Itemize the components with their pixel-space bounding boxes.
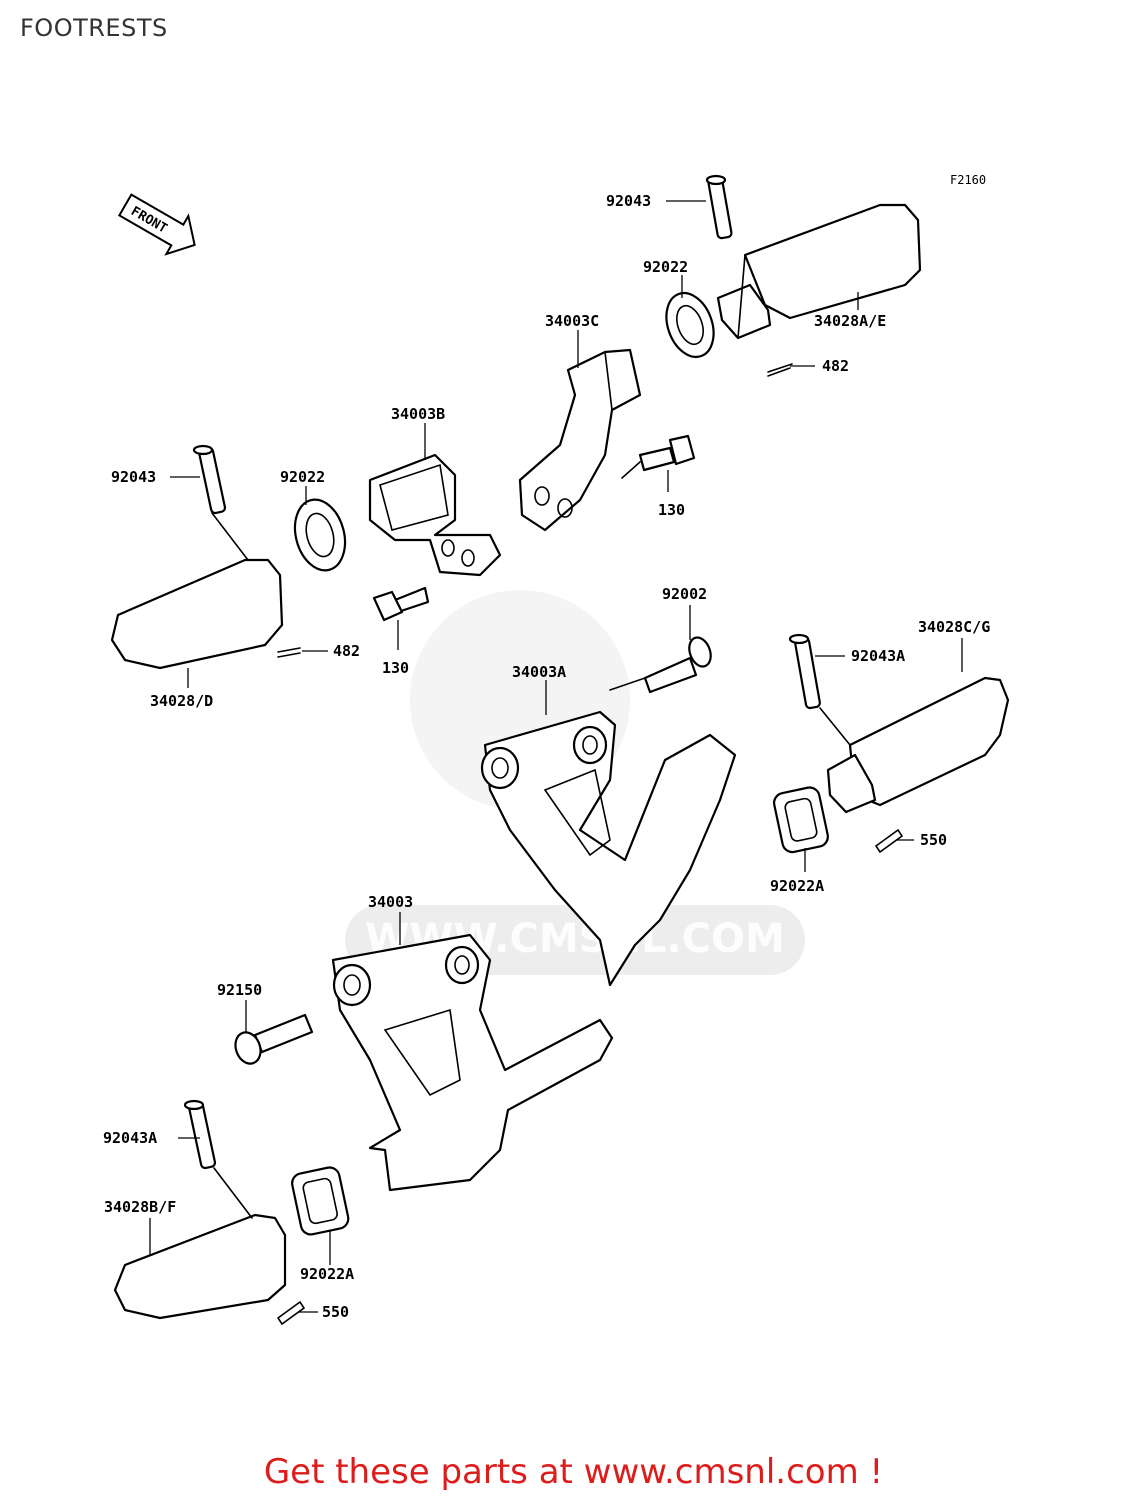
label-34003B: 34003B xyxy=(391,405,445,423)
pin-92043-left xyxy=(192,444,227,515)
label-34003A: 34003A xyxy=(512,663,566,681)
label-92022-top: 92022 xyxy=(643,258,688,276)
washer-92022-top xyxy=(665,291,715,359)
footrest-peg-34028AE xyxy=(716,203,922,340)
label-34003C: 34003C xyxy=(545,312,599,330)
label-34003: 34003 xyxy=(368,893,413,911)
footer-link-text[interactable]: Get these parts at www.cmsnl.com ! xyxy=(263,1452,884,1492)
label-92022A-right: 92022A xyxy=(770,877,824,895)
bracket-34003A xyxy=(480,710,737,987)
figure-code: F2160 xyxy=(950,173,986,187)
pin-92043-top xyxy=(705,174,733,240)
footrest-peg-34028BF xyxy=(113,1213,287,1320)
cotter-550-left xyxy=(276,1300,306,1326)
bolt-130-left xyxy=(372,586,430,622)
label-482-top: 482 xyxy=(822,357,849,375)
label-34028BF: 34028B/F xyxy=(104,1198,176,1216)
label-92022A-left: 92022A xyxy=(300,1265,354,1283)
cotter-550-right xyxy=(874,828,904,854)
bolt-92002 xyxy=(643,636,712,694)
label-92043A-right: 92043A xyxy=(851,647,905,665)
leader-lines xyxy=(149,200,963,1313)
label-92150: 92150 xyxy=(217,981,262,999)
label-92043-top: 92043 xyxy=(606,192,651,210)
label-550-right: 550 xyxy=(920,831,947,849)
cotter-482-left xyxy=(277,647,301,658)
label-550-left: 550 xyxy=(322,1303,349,1321)
label-92022-left: 92022 xyxy=(280,468,325,486)
label-34028AE: 34028A/E xyxy=(814,312,886,330)
label-92043-left: 92043 xyxy=(111,468,156,486)
front-arrow-icon: FRONT xyxy=(117,193,196,256)
label-92043A-left: 92043A xyxy=(103,1129,157,1147)
footrest-peg-34028CG xyxy=(826,676,1010,814)
label-482-left: 482 xyxy=(333,642,360,660)
washer-92022A-left xyxy=(291,1166,350,1236)
bracket-34003B xyxy=(368,453,502,577)
label-92002: 92002 xyxy=(662,585,707,603)
page-title: FOOTRESTS xyxy=(20,14,168,42)
footrest-peg-34028D xyxy=(110,558,284,670)
cotter-482-top xyxy=(767,363,793,377)
bracket-34003 xyxy=(331,933,614,1192)
bolt-130-top xyxy=(638,434,696,472)
pin-92043A-left xyxy=(183,1099,217,1170)
label-34028D: 34028/D xyxy=(150,692,213,710)
pin-92043A-right xyxy=(788,633,821,710)
label-130-top: 130 xyxy=(658,501,685,519)
washer-92022A-right xyxy=(773,786,829,854)
bolt-92150 xyxy=(234,1013,314,1065)
washer-92022-left xyxy=(293,498,347,572)
bracket-34003C xyxy=(518,348,642,532)
label-34028CG: 34028C/G xyxy=(918,618,990,636)
label-130-left: 130 xyxy=(382,659,409,677)
